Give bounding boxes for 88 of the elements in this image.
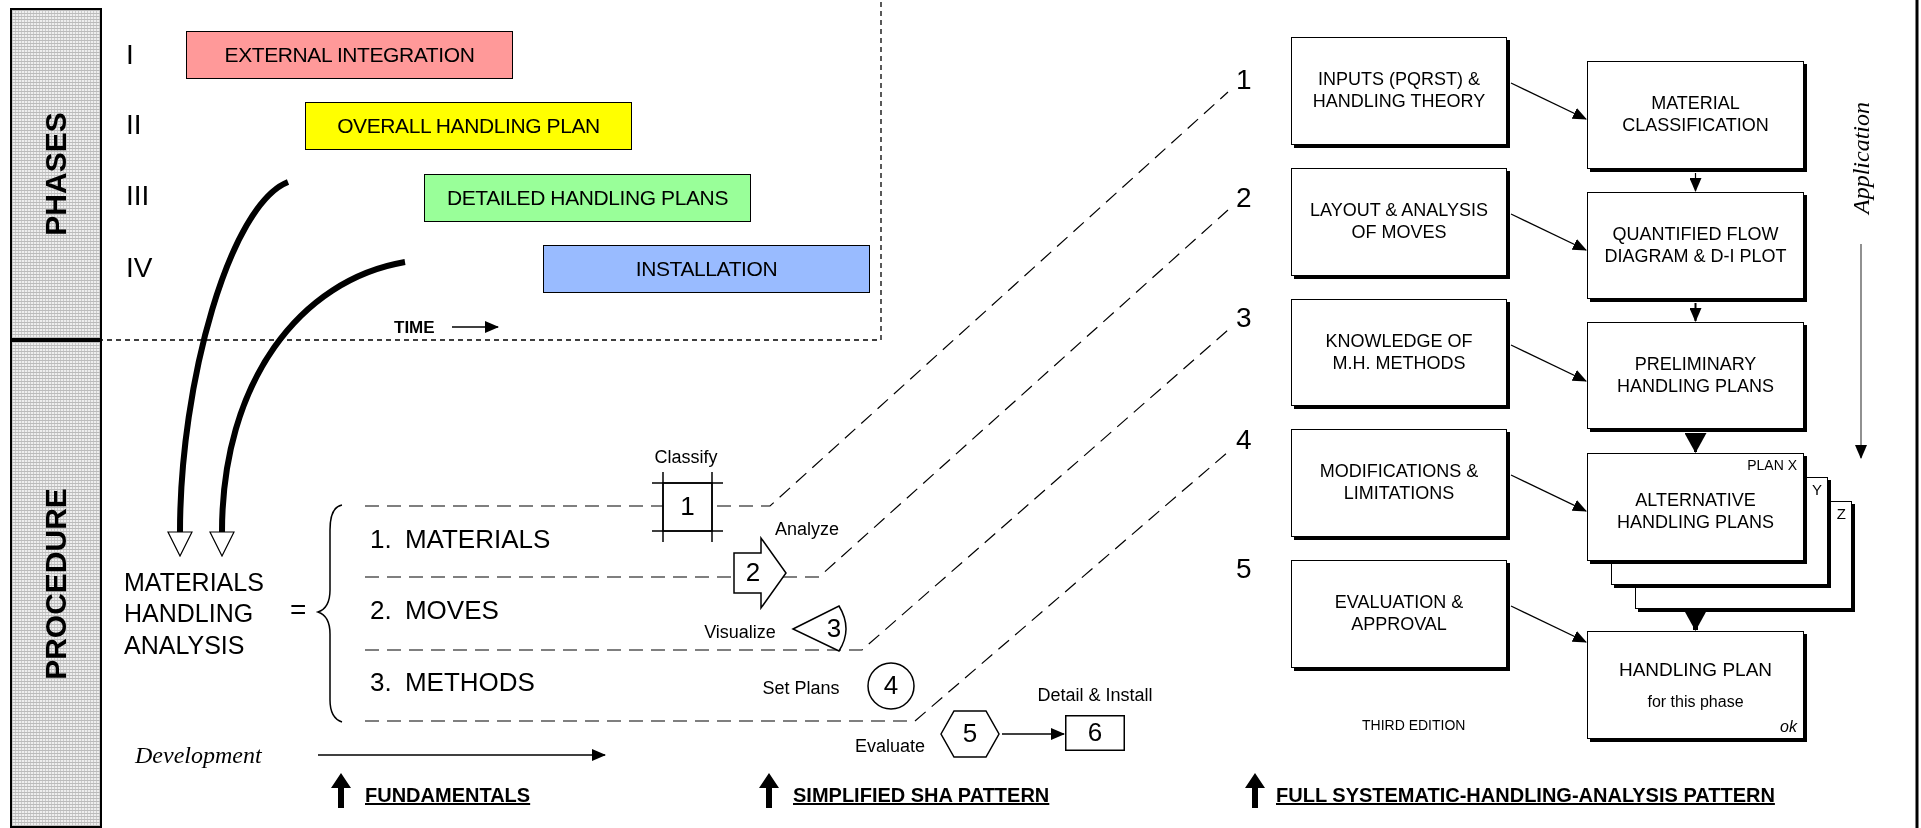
phase-bar [186, 31, 513, 79]
step-hexagon [940, 710, 1000, 758]
phase-bar [543, 245, 870, 293]
arrow [1510, 605, 1587, 643]
row-label: 1. MATERIALS [370, 523, 551, 556]
input-box [1291, 37, 1507, 145]
band-label: PHASES [38, 112, 73, 236]
phase-label: INSTALLATION [635, 256, 778, 282]
box-subtext: for this phase [1647, 691, 1744, 711]
arrow [1001, 728, 1065, 740]
curved-arrow [167, 179, 290, 557]
row-label: 2. MOVES [370, 594, 499, 627]
axis-label: TIME [394, 317, 435, 337]
step-label: Detail & Install [1036, 684, 1154, 706]
curved-arrow [209, 259, 406, 557]
input-box [1291, 168, 1507, 276]
box-text: PRELIMINARY HANDLING PLANS [1615, 353, 1775, 398]
phase-bar [424, 174, 751, 222]
step-number: 2 [1236, 181, 1252, 215]
classify-square [652, 472, 723, 542]
process-box [1587, 192, 1804, 299]
arrow [1510, 82, 1587, 120]
block-arrow-shape [733, 537, 787, 609]
band-label: PROCEDURE [38, 488, 73, 680]
input-box [1291, 299, 1507, 406]
term-text: MATERIALS HANDLING ANALYSIS [124, 567, 265, 661]
phase-bar [305, 102, 632, 150]
sheet-tag: Y [1812, 482, 1822, 497]
phase-label: DETAILED HANDLING PLANS [447, 185, 728, 211]
step-number: 2 [745, 557, 761, 589]
row-label: 3. METHODS [370, 666, 535, 699]
step-label: Classify [653, 446, 719, 468]
triangle-shape [792, 605, 850, 652]
equals-sign: = [290, 594, 307, 626]
box-text: ALTERNATIVE HANDLING PLANS [1615, 490, 1775, 534]
step-label: Evaluate [853, 735, 927, 758]
box-text: MODIFICATIONS & LIMITATIONS [1318, 461, 1480, 505]
input-box [1291, 429, 1507, 537]
arrow [1689, 302, 1702, 322]
box-text: EVALUATION & APPROVAL [1333, 592, 1465, 636]
ok-mark: ok [1780, 719, 1797, 735]
edition-note: THIRD EDITION [1362, 716, 1466, 734]
step-number: 5 [1236, 552, 1252, 586]
process-box [1587, 61, 1804, 169]
step-label: Set Plans [761, 677, 841, 700]
section-heading: SIMPLIFIED SHA PATTERN [793, 783, 1050, 808]
step-number: 6 [1087, 717, 1103, 749]
box-text: MATERIAL CLASSIFICATION [1621, 93, 1770, 137]
step-number: 1 [680, 491, 695, 523]
arrow [1684, 611, 1707, 631]
box-text: HANDLING PLAN [1618, 659, 1773, 682]
step-number: 5 [962, 718, 978, 750]
box-text: INPUTS (PQRST) & HANDLING THEORY [1311, 69, 1487, 113]
roman-numeral: IV [126, 251, 153, 285]
roman-numeral: I [126, 38, 134, 72]
sheet-tag: Z [1836, 506, 1846, 521]
arrow [1689, 172, 1702, 192]
final-plan-box [1587, 631, 1804, 739]
axis-label: Application [1849, 101, 1873, 214]
axis-label: Development [135, 741, 262, 770]
step-number: 1 [1236, 63, 1252, 97]
input-box [1291, 560, 1507, 668]
section-heading: FULL SYSTEMATIC-HANDLING-ANALYSIS PATTERN [1276, 783, 1775, 808]
roman-numeral: III [126, 179, 150, 213]
process-box [1587, 322, 1804, 429]
roman-numeral: II [126, 108, 142, 142]
arrow [1510, 474, 1587, 512]
step-number: 4 [883, 670, 899, 702]
sheet-tag: PLAN X [1747, 458, 1797, 472]
phase-label: OVERALL HANDLING PLAN [337, 113, 600, 139]
box-text: LAYOUT & ANALYSIS OF MOVES [1308, 200, 1490, 244]
step-number: 3 [1236, 301, 1252, 335]
box-text: KNOWLEDGE OF M.H. METHODS [1324, 330, 1474, 375]
step-number: 3 [826, 612, 842, 645]
plan-sheet [1587, 453, 1804, 561]
section-heading: FUNDAMENTALS [365, 783, 531, 808]
step-label: Analyze [773, 518, 840, 540]
phases-band [10, 8, 102, 340]
step-circle [867, 662, 915, 710]
step-label: Visualize [703, 621, 777, 644]
arrow [1510, 344, 1587, 382]
step-box [1065, 715, 1125, 751]
arrow [1510, 213, 1587, 251]
step-number: 4 [1236, 423, 1252, 457]
procedure-band [10, 340, 102, 828]
box-text: QUANTIFIED FLOW DIAGRAM & D-I PLOT [1603, 223, 1788, 268]
arrow [1684, 433, 1707, 453]
phase-label: EXTERNAL INTEGRATION [224, 42, 475, 68]
